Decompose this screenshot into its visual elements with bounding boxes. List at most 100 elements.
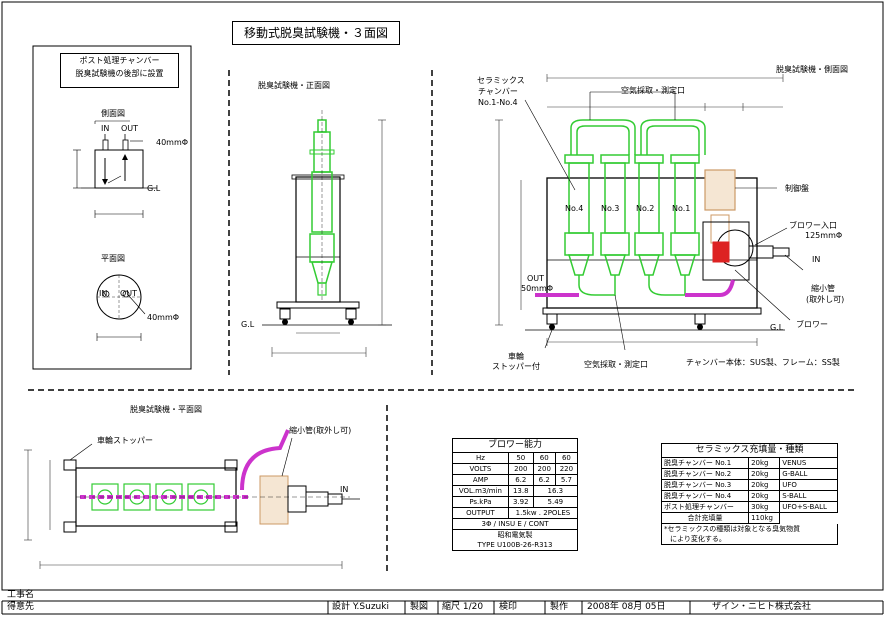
outlet-dia: 50mmΦ [521, 284, 554, 293]
scale-field: 縮尺 1/20 [442, 602, 484, 612]
table-cell: 1.5kw . 2POLES [507, 507, 579, 519]
table-cell: 50 [507, 452, 534, 464]
table-cell: 60 [532, 452, 556, 464]
table-cell: 5.49 [532, 496, 579, 508]
front-view-caption: 脱臭試験機・正面図 [258, 81, 330, 90]
post-side-dia: 40mmΦ [156, 138, 189, 147]
drawn-label: 製図 [410, 602, 429, 612]
table-cell: VOL.m3/min [452, 485, 509, 497]
post-plan-caption: 平面図 [101, 254, 125, 263]
wheel-label: 車輪 [508, 352, 524, 361]
table-row: VOLTS 200 200 220 [452, 463, 579, 475]
outlet-label: OUT [527, 274, 545, 283]
reducer-removable: (取外し可) [806, 295, 845, 304]
chamber-no2: No.2 [636, 204, 655, 213]
plan-reducer-label: 縮小管(取外し可) [289, 426, 352, 435]
table-note: により変化する。 [661, 534, 838, 545]
front-gl-label: G.L [241, 320, 255, 329]
table-cell [779, 512, 838, 524]
table-row: AMP 6.2 6.2 5.7 [452, 474, 579, 486]
wheel-stopper-label: ストッパー付 [492, 362, 540, 371]
table-row: *セラミックスの種類は対象となる臭気物質 [661, 523, 838, 534]
post-chamber-title: ポスト処理チャンバー [79, 56, 160, 65]
client-label: 得意先 [7, 602, 35, 612]
table-cell: 脱臭チャンバー No.1 [660, 457, 750, 469]
table-cell: 200 [532, 463, 556, 475]
table-cell: 20kg [748, 490, 781, 502]
post-plan-dia: 40mmΦ [147, 313, 180, 322]
chamber-no3: No.3 [601, 204, 620, 213]
table-cell: G-BALL [779, 468, 838, 480]
table-cell: ポスト処理チャンバー [660, 501, 750, 513]
check-label: 検印 [499, 602, 518, 612]
blower-inlet-label: ブロワー入口 [789, 221, 837, 230]
project-name-label: 工事名 [7, 590, 35, 600]
post-side-caption: 側面図 [101, 109, 125, 118]
post-side-gl: G.L [147, 184, 161, 193]
made-label: 製作 [550, 602, 569, 612]
table-cell: S-BALL [779, 490, 838, 502]
post-side-in-label: IN [101, 124, 110, 133]
ceramic-label-2: チャンバー [478, 87, 518, 96]
reducer-label: 縮小管 [811, 284, 835, 293]
table-row: 脱臭チャンバー No.4 20kg S-BALL [660, 490, 838, 502]
side-in-label: IN [812, 255, 821, 264]
table-row: 合計充填量 110kg [660, 512, 838, 524]
table-cell: 6.2 [507, 474, 534, 486]
ceramic-fill-table: セラミックス充填量・種類 脱臭チャンバー No.1 20kg VENUS 脱臭チ… [660, 443, 838, 545]
side-view-caption: 脱臭試験機・側面図 [776, 65, 848, 74]
control-panel-label: 制御盤 [785, 184, 809, 193]
designer-field: 設計 Y.Suzuki [332, 602, 389, 612]
table-cell: 3.92 [507, 496, 534, 508]
air-sample-bottom-label: 空気採取・測定口 [584, 360, 648, 369]
table-cell: 30kg [748, 501, 781, 513]
blower-table-title: ブロワー能力 [452, 438, 578, 453]
table-cell: Hz [452, 452, 509, 464]
chamber-no1: No.1 [672, 204, 691, 213]
side-gl-label: G.L [770, 323, 784, 332]
table-cell: 220 [554, 463, 579, 475]
plan-view-drawing [24, 429, 360, 569]
post-chamber-drawing [73, 120, 157, 341]
ceramic-table-title: セラミックス充填量・種類 [661, 443, 838, 458]
side-view-drawing [495, 74, 804, 351]
blower-inlet-dia: 125mmΦ [805, 231, 843, 240]
table-cell: VOLTS [452, 463, 509, 475]
table-cell: 脱臭チャンバー No.4 [660, 490, 750, 502]
ceramic-label-3: No.1-No.4 [478, 98, 518, 107]
table-row: TYPE U100B-26-R313 [452, 540, 578, 551]
table-row: VOL.m3/min 13.8 16.3 [452, 485, 579, 497]
table-cell: 5.7 [554, 474, 579, 486]
table-row: 脱臭チャンバー No.1 20kg VENUS [660, 457, 838, 469]
company-name: ザイン・ニヒト株式会社 [712, 602, 812, 612]
plan-in-label: IN [340, 485, 349, 494]
table-cell: 脱臭チャンバー No.3 [660, 479, 750, 491]
table-cell: 20kg [748, 457, 781, 469]
table-cell: AMP [452, 474, 509, 486]
table-row: 脱臭チャンバー No.2 20kg G-BALL [660, 468, 838, 480]
post-chamber-box: ポスト処理チャンバー 脱臭試験機の後部に設置 [60, 53, 179, 88]
material-note: チャンバー本体：SUS製、フレーム：SS製 [686, 358, 840, 367]
table-row: Ps.kPa 3.92 5.49 [452, 496, 579, 508]
table-cell: 60 [554, 452, 579, 464]
table-row: により変化する。 [661, 534, 838, 545]
table-row: Hz 50 60 60 [452, 452, 579, 464]
table-cell: 昭和電気製 [452, 529, 578, 540]
table-cell: 16.3 [532, 485, 579, 497]
blower-label: ブロワー [796, 320, 828, 329]
post-chamber-note: 脱臭試験機の後部に設置 [75, 69, 164, 78]
table-row: 昭和電気製 [452, 529, 578, 540]
post-side-out-label: OUT [121, 124, 139, 133]
table-cell: OUTPUT [452, 507, 509, 519]
table-cell: TYPE U100B-26-R313 [452, 540, 578, 551]
air-sample-top-label: 空気採取・測定口 [621, 86, 685, 95]
table-cell: 20kg [748, 468, 781, 480]
table-cell: 13.8 [507, 485, 534, 497]
table-cell: 6.2 [532, 474, 556, 486]
chamber-no4: No.4 [565, 204, 584, 213]
blower-capacity-table: ブロワー能力 Hz 50 60 60 VOLTS 200 200 220 AMP… [452, 438, 579, 551]
post-plan-out-label: OUT [120, 289, 138, 298]
plan-view-caption: 脱臭試験機・平面図 [130, 405, 202, 414]
table-cell: 20kg [748, 479, 781, 491]
